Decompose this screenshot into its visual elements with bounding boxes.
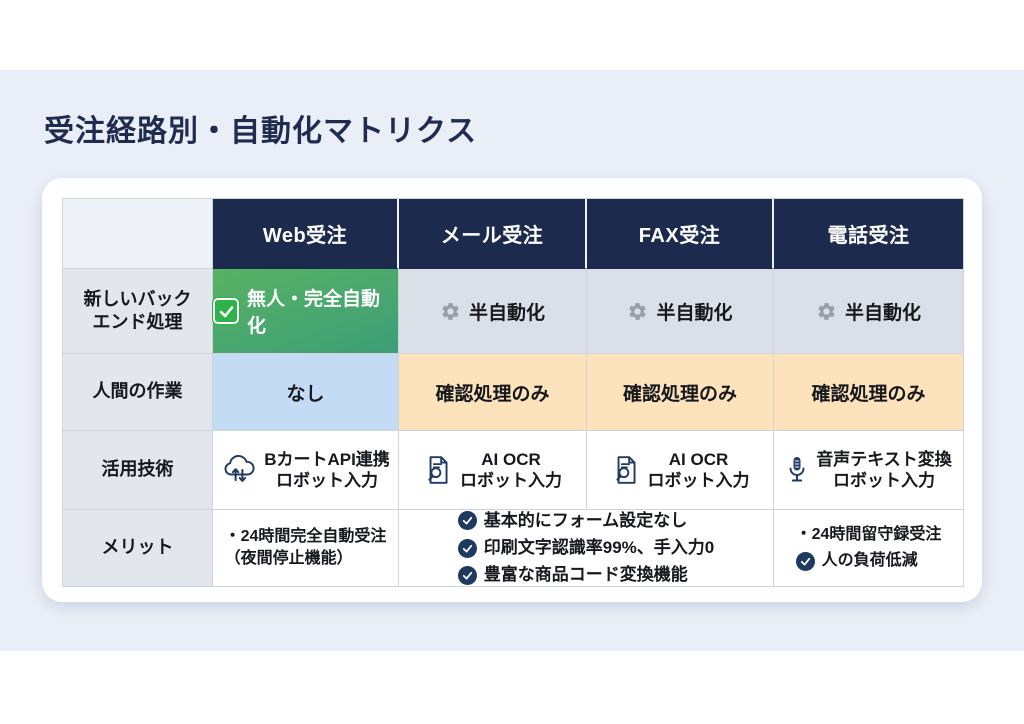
header-cell-mail: メール受注	[399, 199, 587, 269]
check-circle-icon	[457, 565, 477, 585]
merit-item: 人の負荷低減	[795, 551, 918, 572]
cloud-sync-icon	[221, 454, 257, 486]
check-circle-icon	[795, 551, 815, 571]
gear-icon	[627, 301, 648, 322]
cell-human-mail: 確認処理のみ	[399, 354, 587, 431]
check-square-icon	[213, 298, 239, 324]
merit-item: 豊富な商品コード変換機能	[457, 564, 688, 586]
header-cell-phone: 電話受注	[774, 199, 963, 269]
cell-tech-fax: AI OCR ロボット入力	[587, 431, 774, 510]
merit-item-text: 基本的にフォーム設定なし	[483, 510, 688, 530]
cell-tech-fax-text: AI OCR ロボット入力	[647, 449, 750, 490]
merit-phone-check-text: 人の負荷低減	[821, 551, 918, 569]
document-search-icon	[611, 454, 641, 486]
cell-merit-mail-fax: 基本的にフォーム設定なし 印刷文字認識率99%、手入力0 豊富な商品コード変換機…	[399, 510, 774, 586]
cell-human-web: なし	[213, 354, 399, 431]
cell-backend-web-text: 無人・完全自動化	[247, 289, 381, 337]
cell-tech-phone: 音声テキスト変換 ロボット入力	[774, 431, 963, 510]
document-search-icon	[423, 454, 453, 486]
cell-tech-web: BカートAPI連携 ロボット入力	[213, 431, 399, 510]
cell-tech-mail-text: AI OCR ロボット入力	[460, 449, 562, 490]
matrix-card: Web受注 メール受注 FAX受注 電話受注 新しいバック エンド処理 無人・完…	[42, 178, 982, 602]
merit-item: 基本的にフォーム設定なし	[457, 510, 688, 532]
page-title: 受注経路別・自動化マトリクス	[44, 115, 478, 148]
merit-item-text: 豊富な商品コード変換機能	[483, 565, 688, 585]
cell-tech-mail: AI OCR ロボット入力	[399, 431, 587, 510]
merit-phone-bullet: ・24時間留守録受注	[795, 526, 942, 544]
merit-item-text: 印刷文字認識率99%、手入力0	[483, 537, 715, 557]
header-cell-fax: FAX受注	[587, 199, 774, 269]
cell-backend-mail-text: 半自動化	[468, 302, 545, 324]
cell-backend-web: 無人・完全自動化	[213, 269, 399, 354]
gear-icon	[816, 301, 837, 322]
cell-merit-web-text: ・24時間完全自動受注 （夜間停止機能）	[224, 528, 387, 567]
cell-merit-web: ・24時間完全自動受注 （夜間停止機能）	[213, 510, 399, 586]
row-label-human: 人間の作業	[63, 354, 213, 431]
row-label-backend: 新しいバック エンド処理	[63, 269, 213, 354]
matrix-table: Web受注 メール受注 FAX受注 電話受注 新しいバック エンド処理 無人・完…	[62, 198, 964, 587]
check-circle-icon	[457, 511, 477, 531]
cell-backend-phone: 半自動化	[774, 269, 963, 354]
cell-tech-web-text: BカートAPI連携 ロボット入力	[264, 449, 390, 490]
corner-cell	[63, 199, 213, 269]
cell-human-phone: 確認処理のみ	[774, 354, 963, 431]
cell-backend-fax: 半自動化	[587, 269, 774, 354]
cell-merit-phone: ・24時間留守録受注 人の負荷低減	[774, 510, 963, 586]
cell-backend-phone-text: 半自動化	[844, 302, 921, 324]
cell-backend-mail: 半自動化	[399, 269, 587, 354]
check-circle-icon	[457, 538, 477, 558]
row-label-merit: メリット	[63, 510, 213, 586]
cell-human-fax: 確認処理のみ	[587, 354, 774, 431]
cell-backend-fax-text: 半自動化	[656, 302, 733, 324]
gear-icon	[440, 301, 461, 322]
merit-item: 印刷文字認識率99%、手入力0	[457, 537, 715, 559]
microphone-icon	[785, 454, 809, 486]
header-cell-web: Web受注	[213, 199, 399, 269]
cell-tech-phone-text: 音声テキスト変換 ロボット入力	[816, 449, 952, 490]
row-label-tech: 活用技術	[63, 431, 213, 510]
